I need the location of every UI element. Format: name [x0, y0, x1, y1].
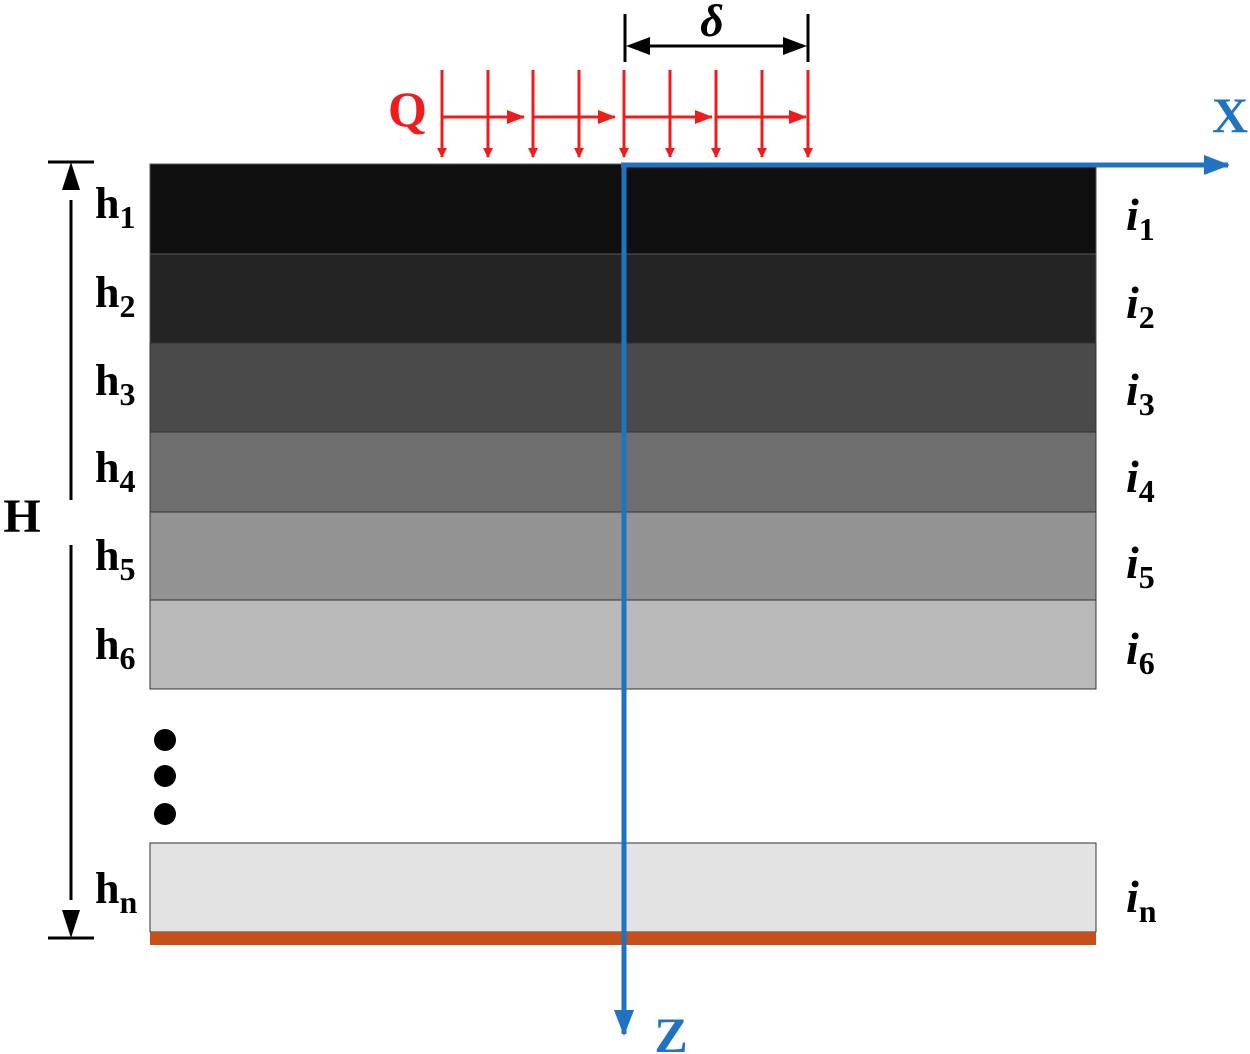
layer-thickness-label-6: h6 — [95, 620, 135, 676]
total-thickness-dimension: H — [3, 160, 94, 940]
layer-thickness-label-1: h1 — [95, 179, 135, 235]
delta-label: δ — [700, 0, 724, 46]
layer-thickness-label-2: h2 — [95, 268, 135, 324]
layer-index-label-1: i1 — [1126, 189, 1155, 247]
layer-index-label-4: i4 — [1126, 451, 1155, 509]
ellipsis-dot — [154, 803, 176, 825]
load-arrows — [437, 70, 813, 158]
x-axis-label: X — [1212, 87, 1248, 143]
ellipsis-dot — [154, 765, 176, 787]
total-thickness-label: H — [3, 490, 40, 543]
layer-thickness-label-n: hn — [95, 864, 137, 920]
layer-thickness-label-3: h3 — [95, 356, 135, 412]
layer-index-label-n: in — [1126, 871, 1157, 929]
z-axis-label: Z — [654, 1007, 687, 1054]
ellipsis-dot — [154, 729, 176, 751]
load-label: Q — [388, 81, 427, 137]
layer-index-label-5: i5 — [1126, 537, 1155, 595]
layer-index-label-3: i3 — [1126, 364, 1155, 422]
layer-index-label-6: i6 — [1126, 623, 1155, 681]
layer-thickness-labels: h1 h2 h3 h4 h5 h6 hn — [95, 179, 137, 920]
coordinate-axes: X Z — [614, 87, 1248, 1054]
surface-load: Q — [388, 70, 813, 158]
ellipsis-dots — [154, 729, 176, 825]
delta-dimension: δ — [623, 0, 810, 62]
layer-thickness-label-5: h5 — [95, 531, 135, 587]
layer-thickness-label-4: h4 — [95, 443, 135, 499]
layer-index-labels: i1 i2 i3 i4 i5 i6 in — [1126, 189, 1157, 929]
layer-index-label-2: i2 — [1126, 277, 1155, 335]
